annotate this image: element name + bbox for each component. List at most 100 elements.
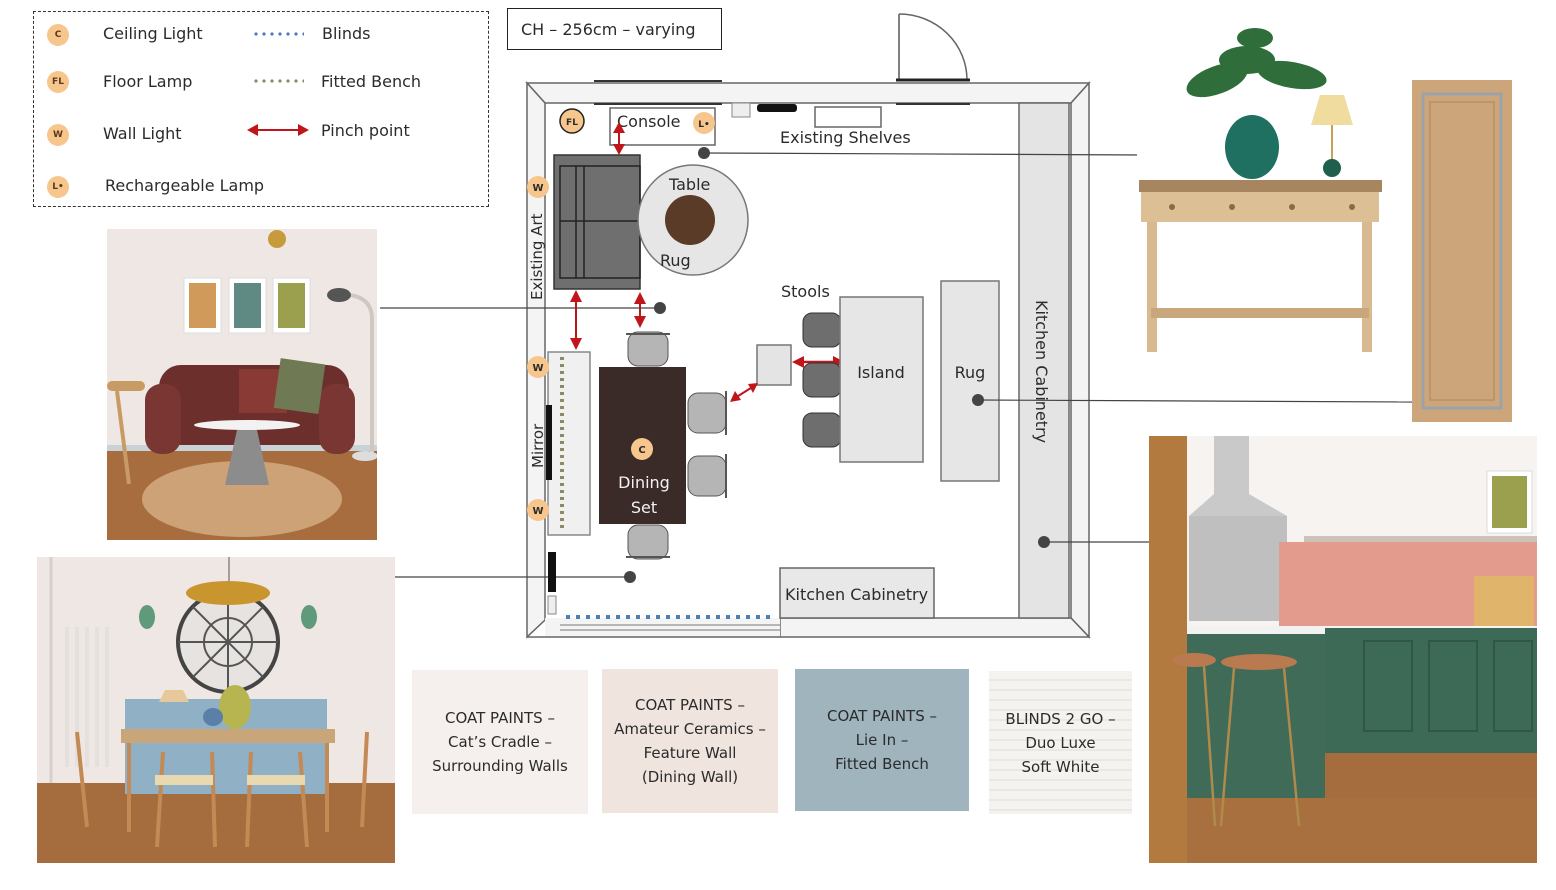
swatch-amateur-ceramics: COAT PAINTS – Amateur Ceramics – Feature… (602, 669, 778, 813)
kitchen-image (1149, 436, 1537, 863)
callout-line-console (703, 152, 1151, 156)
plant (1186, 28, 1327, 98)
swatch-blinds-duo-luxe: BLINDS 2 GO – Duo Luxe Soft White (989, 671, 1132, 814)
wall-shelf (1304, 536, 1537, 542)
legend-label-ceiling-light: Ceiling Light (103, 24, 203, 43)
dining-chair (687, 391, 727, 435)
existing-art-label: Existing Art (528, 213, 546, 300)
legend-label-floor-lamp: Floor Lamp (103, 72, 193, 91)
floor-lamp (327, 288, 377, 461)
worktop (1187, 626, 1327, 634)
swatch-label: COAT PAINTS – Amateur Ceramics – Feature… (614, 696, 766, 786)
console-shelf (1151, 308, 1369, 318)
wall-light-icon (527, 499, 549, 521)
dining-chair (626, 524, 670, 560)
dining-table (121, 729, 335, 743)
wall-light-badge-label: W (532, 363, 543, 374)
console-top (1139, 180, 1382, 192)
pinch-point-arrow-icon (570, 290, 582, 350)
dining-area-image (37, 557, 395, 863)
stool (802, 362, 842, 398)
vase (219, 685, 251, 729)
ceiling-light-icon: C (47, 24, 69, 46)
runner-rug-image (1412, 80, 1512, 422)
dining-set-label-2: Set (631, 498, 657, 517)
floor-lamp-icon (559, 108, 585, 134)
green-cabinetry (1325, 628, 1537, 753)
round-jute-rug (142, 461, 342, 537)
cooker-hood (1189, 436, 1287, 516)
console-drawers (1141, 192, 1379, 222)
ceiling-light-badge-label: C (638, 445, 645, 456)
dining-set-label-1: Dining (618, 473, 670, 492)
round-window-mirror (176, 590, 280, 694)
wall-light-badge-label: W (532, 183, 543, 194)
island (839, 296, 924, 463)
legend-label-wall-light: Wall Light (103, 124, 182, 143)
floor-lamp-icon: FL (47, 71, 69, 93)
table-label: Table (668, 175, 710, 194)
green-vase (1225, 115, 1279, 179)
radiator-side (548, 552, 556, 592)
pinch-point-arrow-icon (613, 122, 625, 155)
rechargeable-lamp-icon: L• (47, 176, 69, 198)
living-area-image (107, 229, 377, 540)
round-table (665, 195, 715, 245)
table-lamp (1311, 95, 1353, 125)
existing-shelves-label: Existing Shelves (780, 128, 911, 147)
callout-line-runner (977, 399, 1413, 403)
legend: C Ceiling Light FL Floor Lamp W Wall Lig… (33, 11, 489, 207)
wall-light (301, 605, 317, 629)
rechargeable-lamp-icon (693, 112, 715, 134)
framed-prints (183, 277, 311, 334)
timber-post (1149, 436, 1187, 863)
console-table-image (1137, 20, 1387, 360)
blinds-line-icon (252, 32, 304, 36)
legend-label-blinds: Blinds (322, 24, 371, 43)
existing-item-side (547, 595, 557, 615)
stool (802, 412, 842, 448)
pendant-light (186, 581, 270, 605)
floor-lamp-badge-label: FL (566, 118, 578, 128)
chopping-boards (1474, 576, 1534, 626)
wishbone-chairs (75, 731, 369, 848)
stools-label: Stools (781, 282, 830, 301)
dining-chair (626, 331, 670, 367)
pinch-point-arrow-icon (730, 383, 758, 402)
swatch-lie-in: COAT PAINTS – Lie In – Fitted Bench (795, 669, 969, 811)
bar-stools (1172, 653, 1301, 827)
pinch-point-arrow-icon (247, 124, 309, 136)
rechargeable-lamp-badge-label: L• (698, 120, 710, 130)
wall-light-icon (527, 176, 549, 198)
kitchen-cabinetry-side (1018, 102, 1070, 619)
wooden-floor (1187, 798, 1537, 863)
mirror-label: Mirror (529, 423, 547, 468)
ceiling-light-icon (631, 438, 653, 460)
wall-light-icon (527, 356, 549, 378)
rug-round-label: Rug (660, 251, 691, 270)
swatch-label: BLINDS 2 GO – Duo Luxe Soft White (1005, 709, 1116, 776)
wall-light-badge-label: W (532, 506, 543, 517)
legend-label-rechargeable-lamp: Rechargeable Lamp (105, 176, 265, 195)
swatch-label: COAT PAINTS – Cat’s Cradle – Surrounding… (432, 709, 568, 775)
sofa (553, 154, 641, 290)
stool (802, 312, 842, 348)
radiator (757, 104, 797, 112)
legend-label-fitted-bench: Fitted Bench (321, 72, 422, 91)
island-label: Island (857, 363, 905, 382)
wall-light-icon: W (47, 124, 69, 146)
mirror-mark (546, 405, 552, 480)
side-chair (107, 381, 145, 485)
bowl (203, 708, 223, 726)
swatch-cats-cradle: COAT PAINTS – Cat’s Cradle – Surrounding… (412, 670, 588, 814)
table-lamp (159, 690, 189, 702)
kitchen-cabinetry-side-label: Kitchen Cabinetry (1032, 300, 1051, 443)
side-unit (756, 344, 792, 386)
door-icon (896, 13, 970, 82)
runner-rug (940, 280, 1000, 482)
swatch-label: COAT PAINTS – Lie In – Fitted Bench (827, 707, 937, 773)
wall-sconce (268, 230, 286, 248)
rug-runner-label: Rug (955, 363, 986, 382)
coffee-table (194, 420, 300, 485)
